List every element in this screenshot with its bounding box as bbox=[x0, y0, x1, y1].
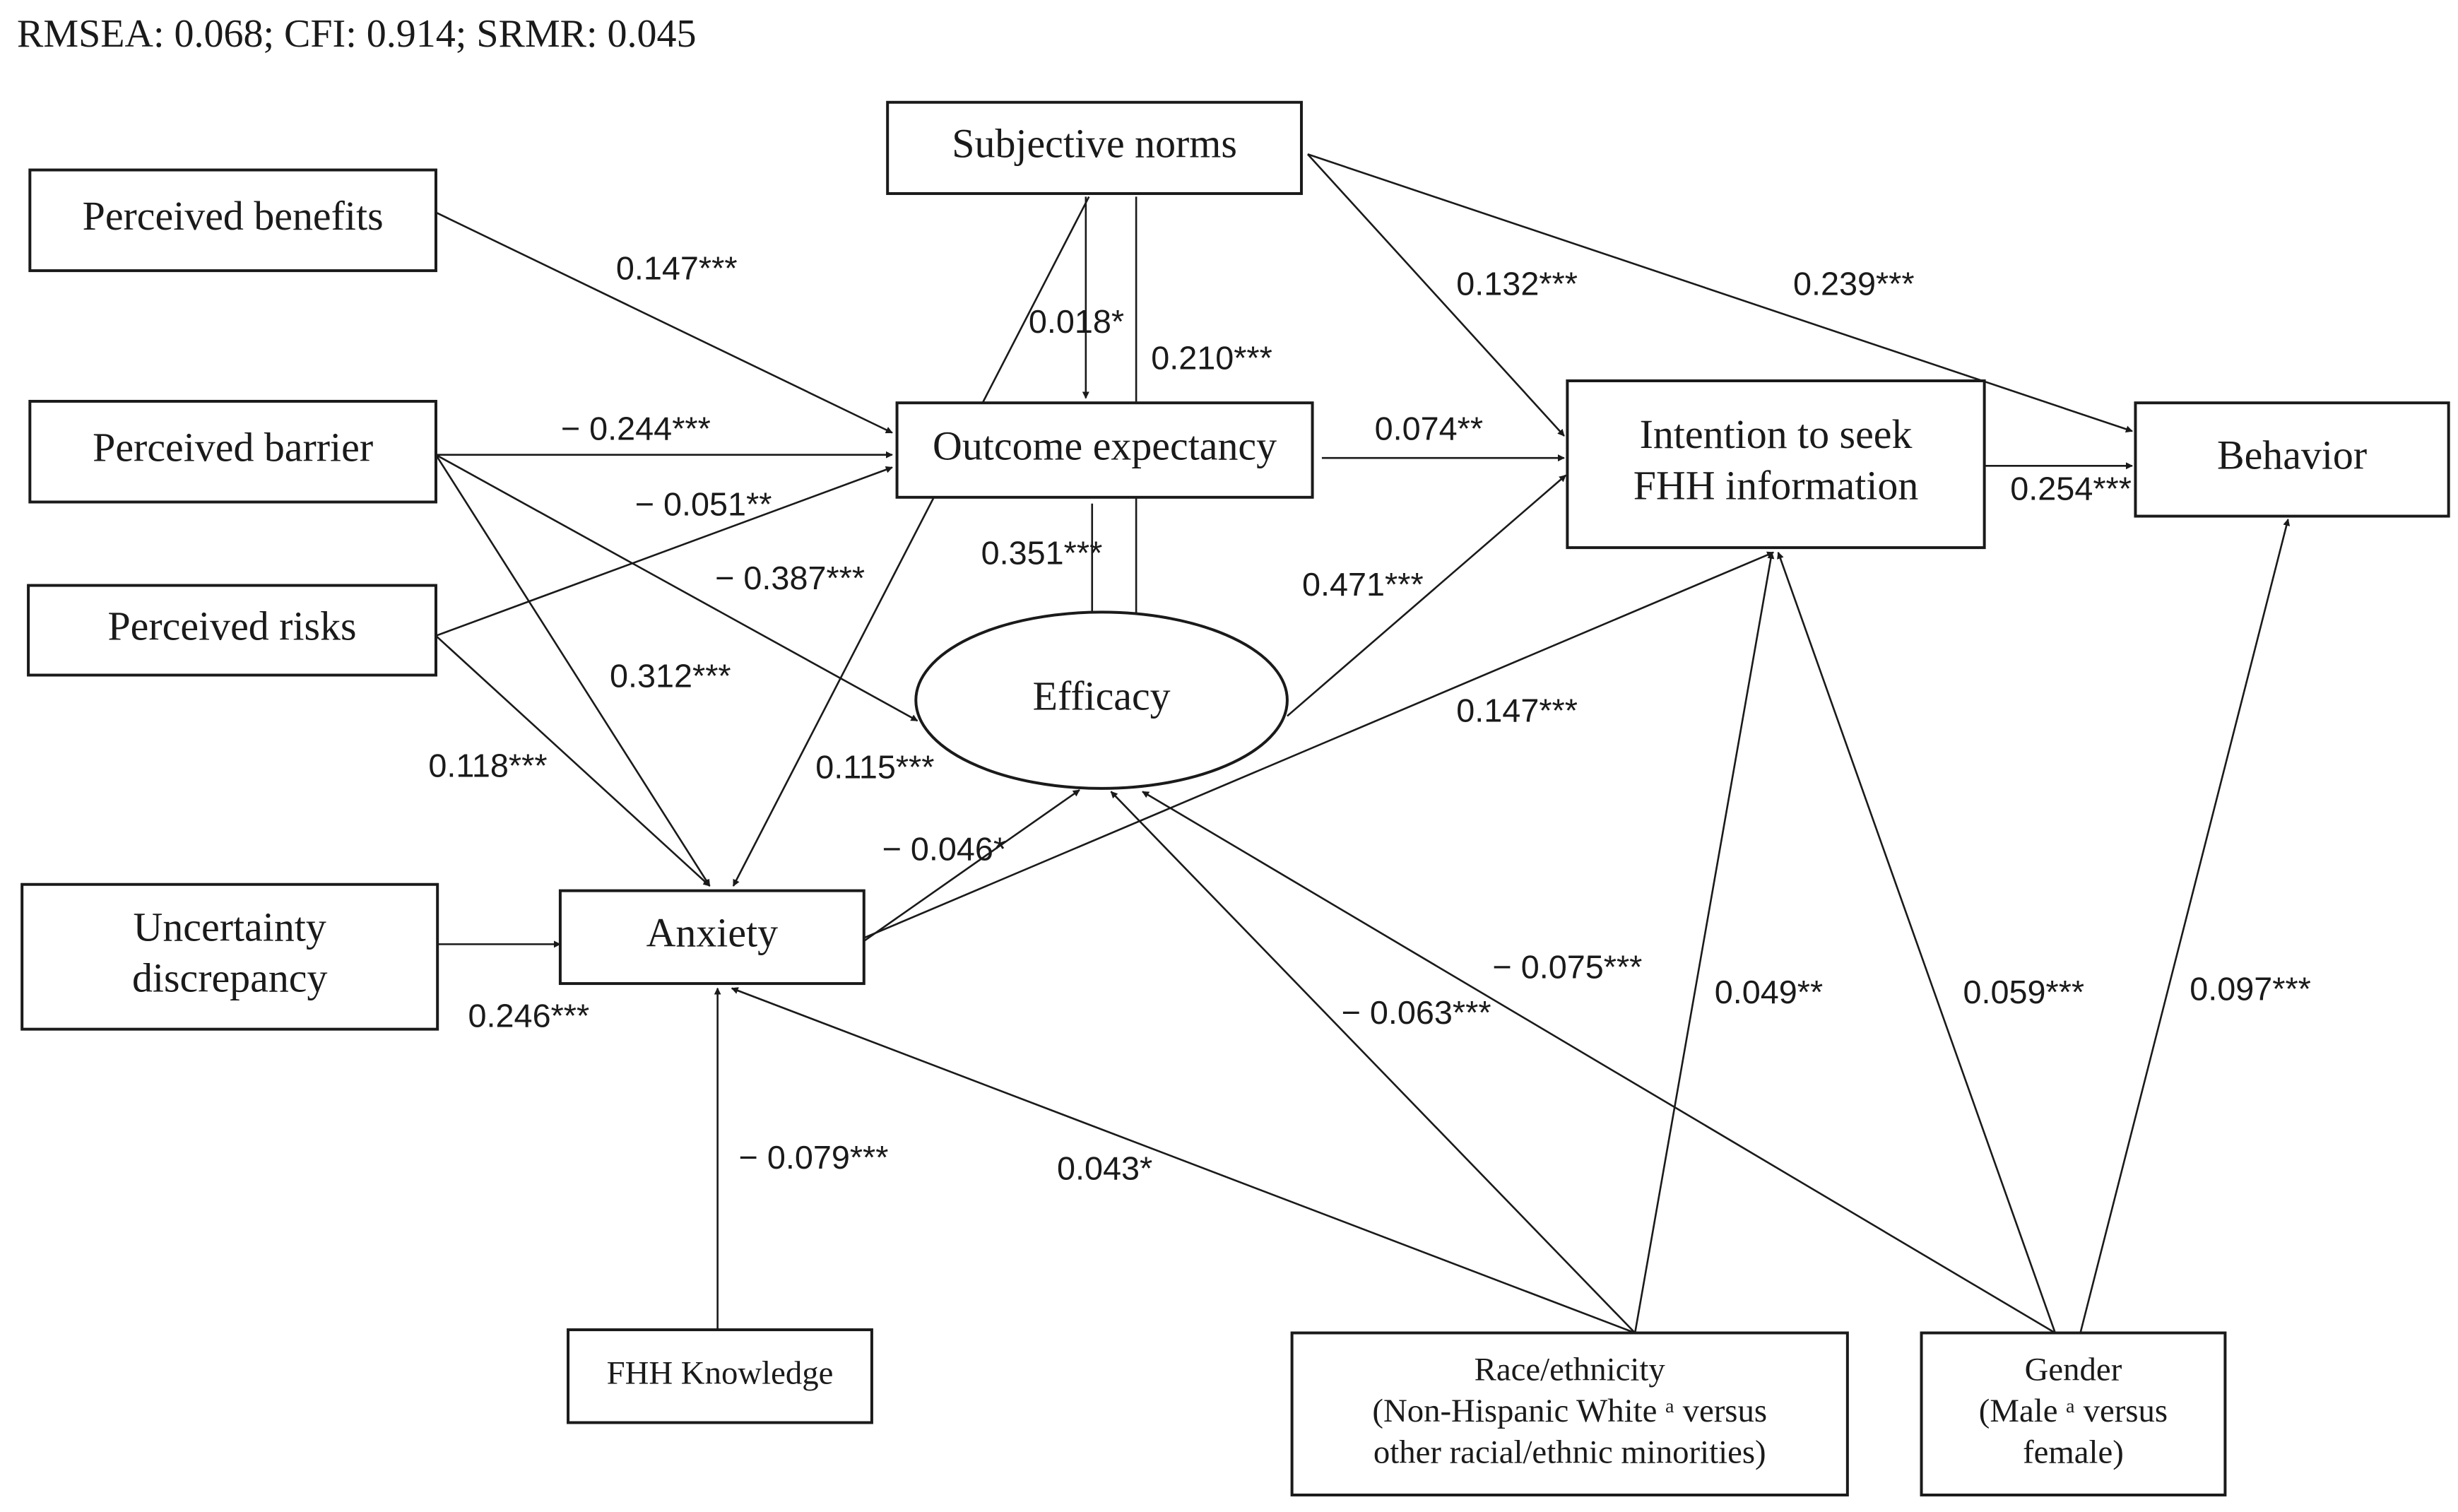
node-uncertainty-discrepancy: Uncertainty discrepancy bbox=[20, 882, 439, 1031]
arrow-barrier-efficacy bbox=[435, 454, 918, 722]
coef-gender-intention: 0.059*** bbox=[1963, 974, 2084, 1010]
node-label-line: Anxiety bbox=[646, 910, 779, 956]
node-behavior: Behavior bbox=[2134, 401, 2450, 518]
coef-uncertainty-anxiety: 0.246*** bbox=[468, 997, 590, 1034]
node-perceived-barrier: Perceived barrier bbox=[28, 399, 437, 504]
node-subjective-norms: Subjective norms bbox=[886, 100, 1303, 195]
node-label-line: (Non-Hispanic White ᵃ versus bbox=[1372, 1393, 1767, 1429]
arrow-norms-intention bbox=[1306, 153, 1565, 437]
node-shape bbox=[895, 401, 1314, 499]
coef-norms-behavior: 0.239*** bbox=[1793, 266, 1915, 302]
node-label-line: Perceived benefits bbox=[83, 193, 384, 239]
coef-outcome-efficacy: 0.351*** bbox=[981, 535, 1103, 572]
node-label-line: female) bbox=[2023, 1434, 2124, 1470]
arrow-race-intention bbox=[1633, 551, 1775, 1333]
arrow-efficacy-intention bbox=[1287, 474, 1567, 717]
node-shape bbox=[1566, 379, 1986, 550]
arrow-norms-behavior bbox=[1307, 153, 2133, 433]
arrow-norms-anxiety bbox=[732, 196, 1090, 887]
arrow-race-anxiety bbox=[731, 987, 1636, 1334]
node-label-line: Gender bbox=[2025, 1351, 2122, 1388]
node-fhh-knowledge: FHH Knowledge bbox=[567, 1328, 873, 1424]
coef-barrier-efficacy: − 0.387*** bbox=[715, 560, 865, 596]
node-label-line: Outcome expectancy bbox=[933, 423, 1277, 468]
node-shape bbox=[1290, 1331, 1849, 1496]
arrow-risks-outcome bbox=[435, 466, 893, 637]
node-gender: Gender (Male ᵃ versus female) bbox=[1920, 1331, 2227, 1496]
node-shape bbox=[28, 168, 437, 273]
node-perceived-risks: Perceived risks bbox=[27, 584, 437, 677]
arrow-anxiety-efficacy bbox=[863, 789, 1080, 942]
path-arrows bbox=[435, 153, 2291, 1334]
node-label-line: Perceived risks bbox=[107, 603, 356, 649]
coef-norms-outcome: 0.018* bbox=[1029, 303, 1124, 340]
node-race-ethnicity: Race/ethnicity (Non-Hispanic White ᵃ vers… bbox=[1290, 1331, 1849, 1496]
node-label-line: Behavior bbox=[2217, 432, 2367, 478]
node-shape bbox=[2134, 401, 2450, 518]
coef-risks-anxiety: 0.118*** bbox=[428, 747, 547, 784]
coef-efficacy-intention: 0.471*** bbox=[1302, 566, 1424, 603]
coef-race-efficacy: − 0.063*** bbox=[1342, 994, 1491, 1031]
coef-outcome-intention: 0.074** bbox=[1375, 411, 1483, 447]
node-efficacy: Efficacy bbox=[914, 610, 1289, 790]
arrow-race-efficacy bbox=[1110, 791, 1636, 1334]
fit-statistics: RMSEA: 0.068; CFI: 0.914; SRMR: 0.045 bbox=[17, 12, 697, 56]
node-shape bbox=[27, 584, 437, 677]
node-shape bbox=[567, 1328, 873, 1424]
node-anxiety: Anxiety bbox=[558, 889, 865, 986]
node-label-line: Efficacy bbox=[1033, 673, 1171, 719]
node-shape bbox=[886, 100, 1303, 195]
node-shape bbox=[28, 399, 437, 504]
node-label-line: Subjective norms bbox=[952, 121, 1237, 167]
coef-norms-anxiety: 0.115*** bbox=[815, 749, 934, 786]
coef-gender-efficacy: − 0.075*** bbox=[1492, 948, 1642, 985]
node-label-line: Race/ethnicity bbox=[1475, 1351, 1666, 1388]
node-label-line: FHH Knowledge bbox=[607, 1355, 834, 1392]
coef-knowledge-anxiety: − 0.079*** bbox=[739, 1139, 889, 1176]
node-label-line: Perceived barrier bbox=[93, 425, 373, 471]
path-coefficients: 0.147*** − 0.244*** − 0.051** − 0.387*** 0.3… bbox=[428, 249, 2310, 1186]
node-shape bbox=[1920, 1331, 2227, 1496]
coef-race-anxiety: 0.043* bbox=[1057, 1150, 1152, 1186]
node-perceived-benefits: Perceived benefits bbox=[28, 168, 437, 273]
coef-norms-intention: 0.132*** bbox=[1456, 266, 1578, 302]
coef-norms-efficacy: 0.210*** bbox=[1151, 339, 1272, 376]
coef-intention-behavior: 0.254*** bbox=[2010, 470, 2132, 507]
coef-anxiety-efficacy: − 0.046* bbox=[882, 830, 1007, 867]
arrow-benefits-outcome bbox=[435, 211, 893, 434]
coef-anxiety-intention: 0.147*** bbox=[1456, 692, 1578, 728]
node-label-line: (Male ᵃ versus bbox=[1979, 1393, 2168, 1429]
coef-gender-behavior: 0.097*** bbox=[2190, 971, 2311, 1008]
coef-race-intention: 0.049** bbox=[1715, 974, 1823, 1010]
node-label-line: discrepancy bbox=[132, 955, 328, 1001]
node-shape bbox=[558, 889, 865, 986]
arrow-risks-anxiety bbox=[435, 634, 711, 887]
node-label-line: other racial/ethnic minorities) bbox=[1373, 1434, 1766, 1470]
node-label-line: FHH information bbox=[1633, 463, 1919, 509]
arrow-barrier-anxiety bbox=[435, 454, 711, 887]
node-label-line: Intention to seek bbox=[1640, 411, 1913, 457]
arrow-gender-intention bbox=[1777, 551, 2057, 1333]
arrow-gender-behavior bbox=[2079, 519, 2291, 1333]
node-outcome-expectancy: Outcome expectancy bbox=[895, 401, 1314, 499]
coef-risks-outcome: − 0.051** bbox=[635, 486, 772, 523]
node-shape bbox=[20, 882, 439, 1031]
arrow-anxiety-intention bbox=[863, 551, 1775, 939]
node-label-line: Uncertainty bbox=[134, 904, 326, 950]
node-shape bbox=[914, 610, 1289, 790]
coef-benefits-outcome: 0.147*** bbox=[616, 249, 738, 286]
coef-barrier-outcome: − 0.244*** bbox=[561, 411, 711, 447]
coef-barrier-anxiety: 0.312*** bbox=[610, 657, 731, 694]
arrow-gender-efficacy bbox=[1142, 791, 2056, 1334]
